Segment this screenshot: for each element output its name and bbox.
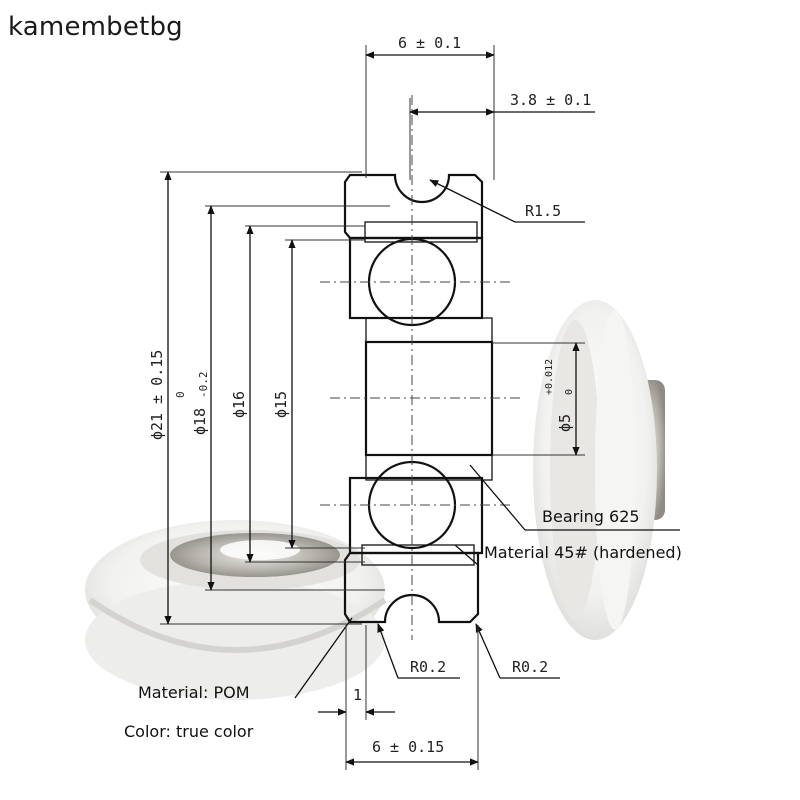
inner-race-bottom xyxy=(365,454,493,481)
dim-diameter-15: ϕ15 xyxy=(272,391,290,418)
dim-bore-upper: +0.012 xyxy=(544,359,555,395)
dim-groove-diameter: ϕ18 xyxy=(191,408,209,435)
outer-race-top xyxy=(364,221,478,243)
bearing-label: Bearing 625 xyxy=(542,507,640,526)
dim-lip-width: 1 xyxy=(353,686,362,704)
dim-corner-right: R0.2 xyxy=(512,658,548,676)
dim-groove-offset: 3.8 ± 0.1 xyxy=(510,91,591,109)
lower-pom-ring xyxy=(343,551,480,624)
pom-wheel-photo-right xyxy=(533,300,665,640)
color-label: Color: true color xyxy=(124,722,254,741)
dim-groove-diameter-upper: 0 xyxy=(174,391,187,398)
pom-wheel-photo-left xyxy=(85,520,387,700)
brand-watermark: kamembetbg xyxy=(8,12,183,42)
dim-diameter-16: ϕ16 xyxy=(230,391,248,418)
dim-outer-diameter: ϕ21 ± 0.15 xyxy=(148,350,166,440)
dim-groove-diameter-lower: -0.2 xyxy=(197,372,210,399)
upper-pom-ring xyxy=(343,173,484,240)
outer-race-bottom xyxy=(361,544,475,566)
bearing-material-label: Material 45# (hardened) xyxy=(484,543,682,562)
dim-corner-left: R0.2 xyxy=(410,658,446,676)
dim-bore-lower: 0 xyxy=(564,389,575,395)
dim-bore: ϕ5 xyxy=(556,414,574,432)
dim-groove-radius: R1.5 xyxy=(525,202,561,220)
dim-width-top: 6 ± 0.1 xyxy=(398,34,461,52)
pulley-cross-section xyxy=(320,95,520,640)
dim-width-bottom: 6 ± 0.15 xyxy=(372,738,444,756)
dimension-lines xyxy=(160,45,680,770)
wheel-material-label: Material: POM xyxy=(138,683,250,702)
